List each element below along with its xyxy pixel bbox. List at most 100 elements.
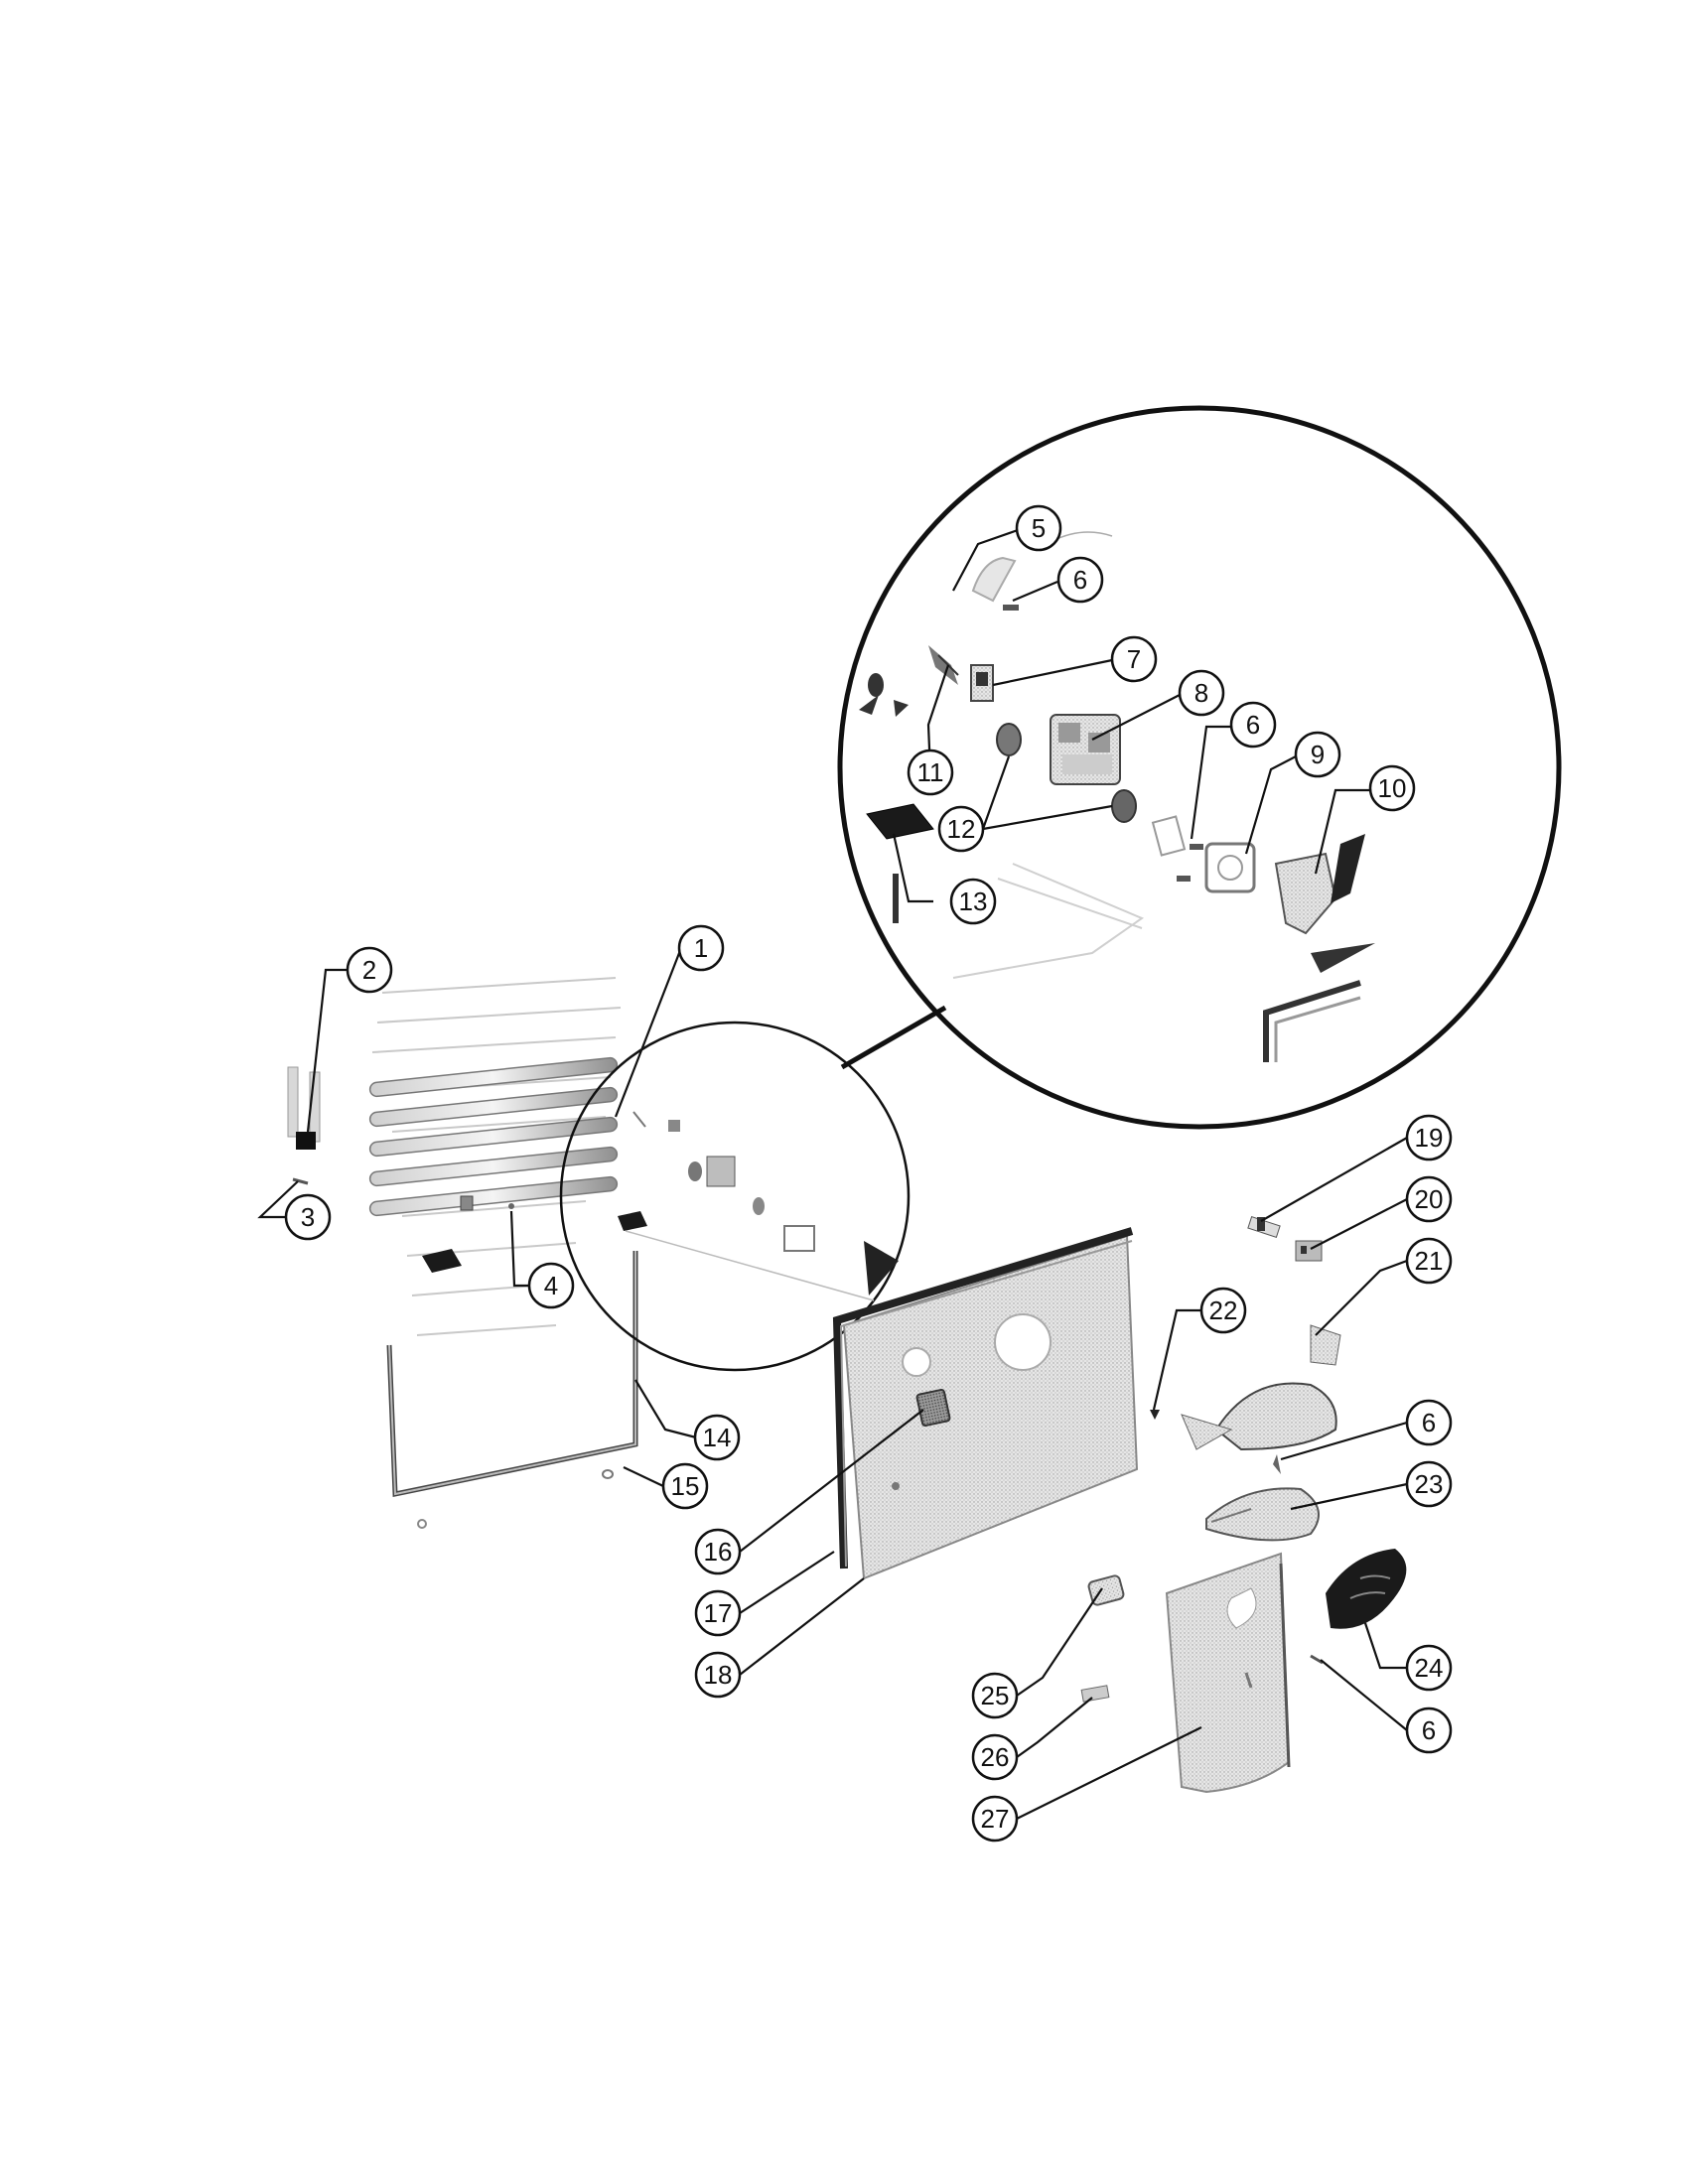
- callout-number: 13: [959, 887, 988, 916]
- valve-part-20: [1295, 1240, 1323, 1262]
- callout-circle: [694, 1589, 742, 1637]
- callout-number: 27: [981, 1804, 1010, 1834]
- door-gasket-part-17: [832, 1227, 1134, 1570]
- callout-number: 15: [671, 1471, 700, 1501]
- callout-8: 8: [1178, 669, 1225, 717]
- callout-number: 24: [1415, 1653, 1444, 1683]
- callout-6: 6: [1405, 1706, 1453, 1754]
- callout-circle: [971, 1733, 1019, 1781]
- door-panel-hole-small: [902, 1347, 931, 1377]
- callout-26: 26: [971, 1733, 1019, 1781]
- callout-circle: [937, 805, 985, 853]
- callout-circle: [661, 1462, 709, 1510]
- callout-circle: [1405, 1399, 1453, 1446]
- callout-number: 20: [1415, 1184, 1444, 1214]
- callout-17: 17: [694, 1589, 742, 1637]
- callout-number: 10: [1378, 773, 1407, 803]
- callout-16: 16: [694, 1528, 742, 1575]
- callout-23: 23: [1405, 1460, 1453, 1508]
- callout-number: 6: [1246, 710, 1260, 740]
- screw-part-4: [508, 1203, 514, 1209]
- control-knob-part-16: [915, 1388, 951, 1428]
- detail-connector-line: [840, 1005, 947, 1070]
- callout-number: 7: [1127, 644, 1141, 674]
- callout-number: 26: [981, 1742, 1010, 1772]
- callout-6: 6: [1405, 1399, 1453, 1446]
- drain-tube-highlight: [388, 1251, 636, 1496]
- condenser-tubes: [368, 1056, 619, 1217]
- screw-part-6-mid-b: [1177, 876, 1191, 882]
- callout-circle: [694, 1528, 742, 1575]
- callout-circle: [1405, 1237, 1453, 1285]
- clip-part-15: [602, 1469, 614, 1479]
- callout-21: 21: [1405, 1237, 1453, 1285]
- callout-circle: [1015, 504, 1062, 552]
- callout-19: 19: [1405, 1114, 1453, 1161]
- screw-part-6-right-a: [1273, 1454, 1281, 1474]
- callout-circle: [1110, 635, 1158, 683]
- callout-number: 17: [704, 1598, 733, 1628]
- callout-10: 10: [1368, 764, 1416, 812]
- callout-number: 25: [981, 1681, 1010, 1710]
- insulation-pad-part-13: [866, 803, 934, 840]
- pin-part-3: [292, 1177, 309, 1185]
- door-panel-part-18: [842, 1234, 1139, 1580]
- label-part-4: [460, 1195, 474, 1211]
- callout-11: 11: [907, 749, 954, 796]
- callout-number: 14: [703, 1423, 732, 1452]
- callout-18: 18: [694, 1651, 742, 1699]
- callout-circle: [971, 1672, 1019, 1719]
- callout-13: 13: [949, 878, 997, 925]
- callout-6: 6: [1229, 701, 1277, 749]
- callout-number: 6: [1422, 1715, 1436, 1745]
- chimney-part-27: [1165, 1552, 1291, 1794]
- callout-circle: [971, 1795, 1019, 1843]
- screw-part-6-right-b: [1310, 1654, 1324, 1665]
- burner-assembly: [1080, 1216, 1407, 1794]
- burner-cap-part-21: [1181, 1324, 1341, 1451]
- callout-circle: [1405, 1460, 1453, 1508]
- connector-part-19: [1247, 1216, 1281, 1238]
- callout-number: 9: [1311, 740, 1325, 769]
- callout-circle: [1056, 556, 1104, 604]
- thermostat-part-8: [1050, 714, 1121, 785]
- screw-part-6-mid-a: [1190, 844, 1203, 850]
- mount-part-10: [1274, 834, 1375, 973]
- callout-number: 5: [1032, 513, 1046, 543]
- callout-7: 7: [1110, 635, 1158, 683]
- callout-24: 24: [1405, 1644, 1453, 1692]
- callout-number: 16: [704, 1537, 733, 1567]
- detail-frame-lines: [952, 863, 1145, 979]
- callout-circle: [284, 1193, 332, 1241]
- callout-12: 12: [937, 805, 985, 853]
- detail-circle-large: [837, 405, 1562, 1130]
- callout-number: 11: [917, 757, 944, 787]
- callout-20: 20: [1405, 1175, 1453, 1223]
- callout-2: 2: [346, 946, 393, 994]
- pad-part-left: [422, 1249, 462, 1273]
- callout-6: 6: [1056, 556, 1104, 604]
- callout-number: 3: [301, 1202, 315, 1232]
- callout-27: 27: [971, 1795, 1019, 1843]
- grommet-part-12b: [1111, 789, 1137, 823]
- callout-number: 1: [694, 933, 708, 963]
- callout-circle: [1405, 1175, 1453, 1223]
- screw-part-6-top: [1003, 605, 1019, 611]
- cover-part-24: [1326, 1549, 1407, 1629]
- callout-1: 1: [677, 924, 725, 972]
- callout-circle: [1229, 701, 1277, 749]
- callout-number: 22: [1209, 1296, 1238, 1325]
- callout-circle: [694, 1651, 742, 1699]
- door-panel-hole-large: [994, 1313, 1052, 1371]
- callout-25: 25: [971, 1672, 1019, 1719]
- callout-number: 18: [704, 1660, 733, 1690]
- callout-number: 21: [1415, 1246, 1444, 1276]
- callout-bubbles: 1234567869101112131415161718192021226232…: [284, 504, 1453, 1843]
- detail-left-bits: [859, 673, 909, 717]
- callout-circle: [1368, 764, 1416, 812]
- leader-lines: [257, 528, 1408, 1820]
- callout-9: 9: [1294, 731, 1341, 778]
- detail-circle-small: [559, 1021, 911, 1372]
- callout-circle: [346, 946, 393, 994]
